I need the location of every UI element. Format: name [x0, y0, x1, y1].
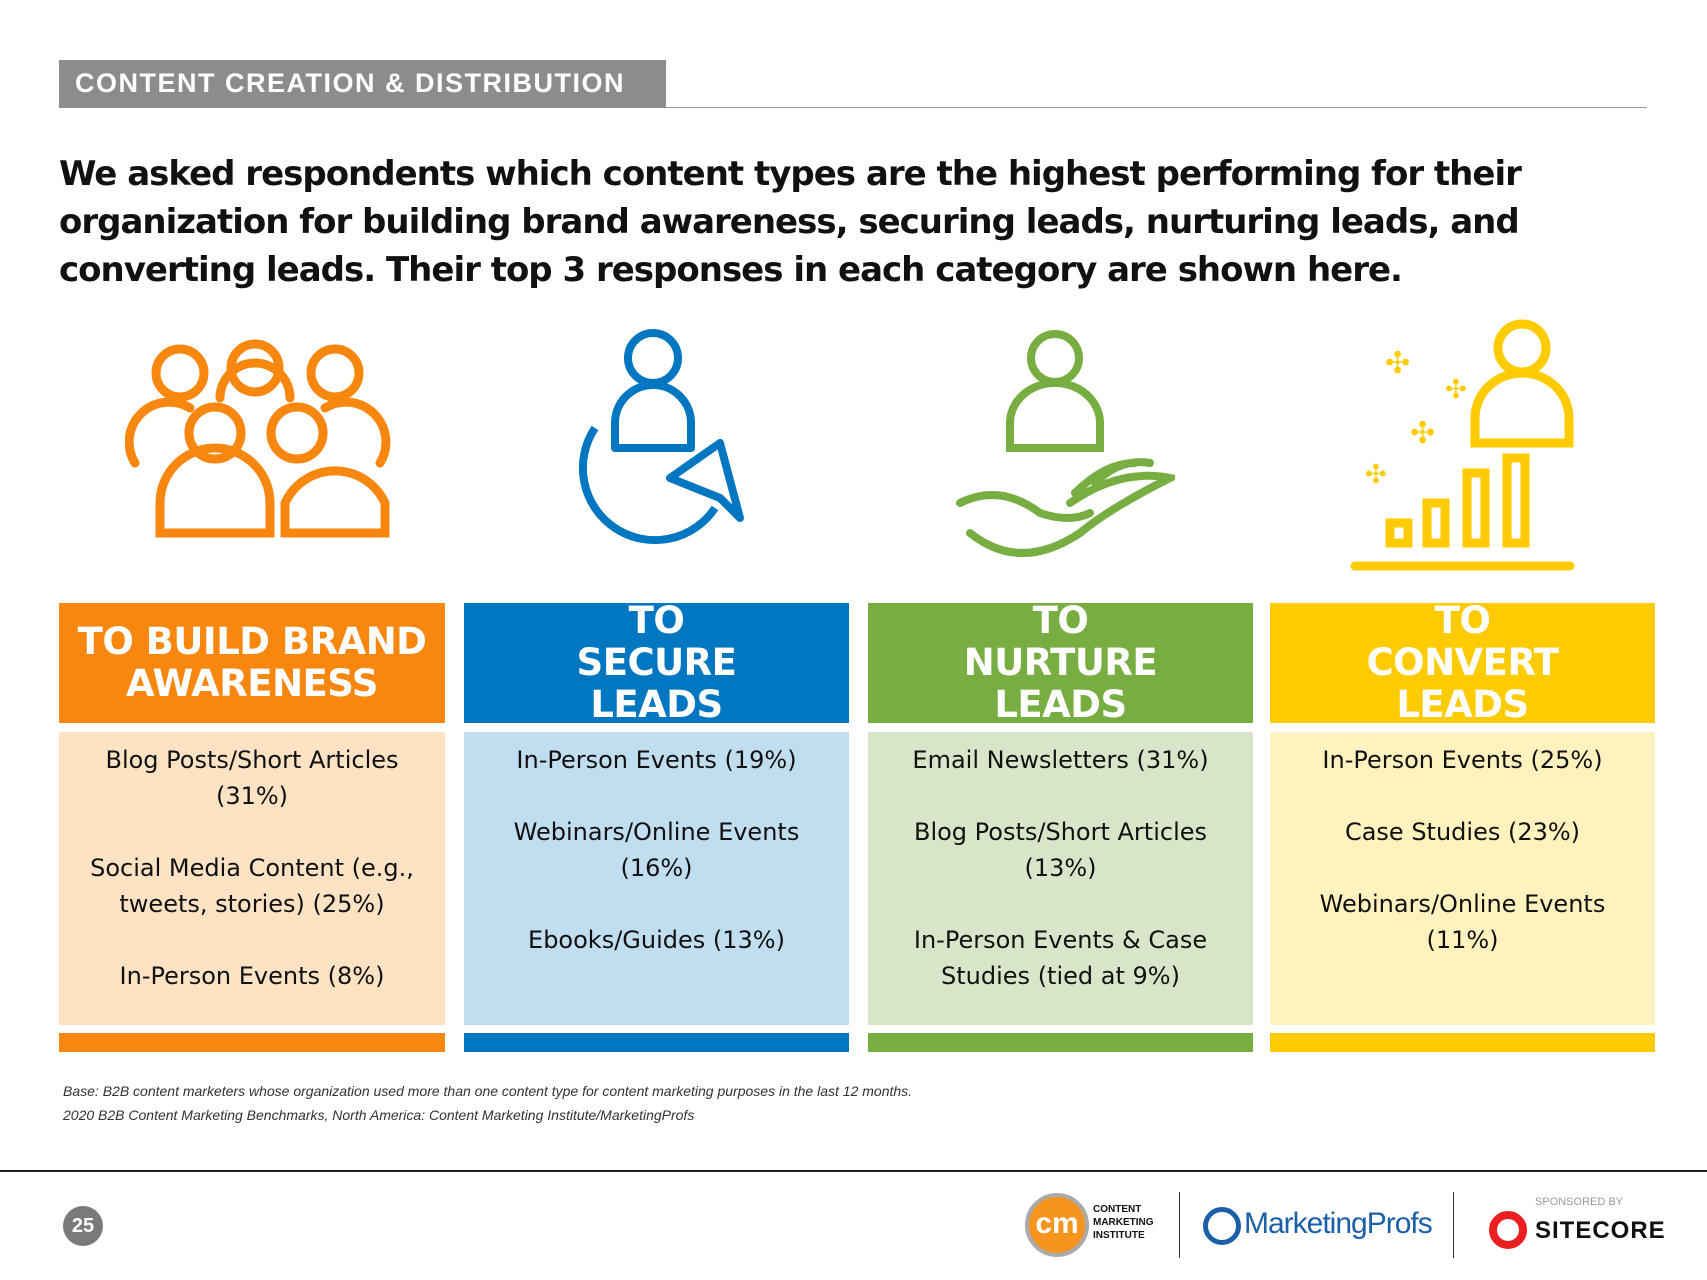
page-number: 25: [63, 1206, 103, 1246]
list-item: Social Media Content (e.g., tweets, stor…: [90, 854, 414, 918]
marketingprofs-logo: MarketingProfs: [1244, 1207, 1433, 1240]
person-in-hand-icon: [956, 330, 1175, 557]
list-item: Webinars/Online Events (11%): [1319, 890, 1606, 954]
accent-bar: [464, 1033, 849, 1052]
heading-secure-leads: TO SECURE LEADS: [464, 600, 849, 726]
accent-bar: [1270, 1033, 1655, 1052]
list-item: In-Person Events & Case Studies (tied at…: [913, 926, 1208, 990]
accent-bar: [59, 1033, 445, 1052]
list-nurture-leads: Email Newsletters (31%) Blog Posts/Short…: [868, 732, 1253, 1025]
heading-brand-awareness: TO BUILD BRAND AWARENESS: [59, 603, 445, 723]
cmi-logo-text: CONTENT MARKETING INSTITUTE: [1093, 1204, 1154, 1241]
footer-divider: [0, 1170, 1707, 1172]
intro-text: We asked respondents which content types…: [59, 154, 1522, 290]
svg-text:✣: ✣: [1445, 374, 1467, 404]
divider: [1453, 1192, 1454, 1258]
footnote-base: Base: B2B content marketers whose organi…: [63, 1083, 913, 1099]
sponsored-by-label: SPONSORED BY: [1535, 1196, 1624, 1208]
divider: [1179, 1192, 1180, 1258]
person-growth-chart-icon: ✣ ✣ ✣ ✣: [1350, 319, 1575, 571]
svg-text:✣: ✣: [1410, 417, 1435, 450]
list-item: Email Newsletters (31%): [912, 746, 1209, 774]
list-item: In-Person Events (8%): [119, 962, 385, 990]
heading-nurture-leads: TO NURTURE LEADS: [868, 600, 1253, 726]
heading-convert-leads: TO CONVERT LEADS: [1270, 600, 1655, 726]
accent-bar: [868, 1033, 1253, 1052]
person-capture-arrow-icon: [578, 329, 744, 545]
list-brand-awareness: Blog Posts/Short Articles (31%) Social M…: [59, 732, 445, 1025]
footnote-source: 2020 B2B Content Marketing Benchmarks, N…: [63, 1107, 695, 1123]
svg-text:✣: ✣: [1365, 459, 1387, 489]
list-item: Blog Posts/Short Articles (31%): [105, 746, 399, 810]
list-item: Case Studies (23%): [1344, 818, 1581, 846]
list-item: Webinars/Online Events (16%): [513, 818, 800, 882]
list-item: In-Person Events (25%): [1322, 746, 1603, 774]
section-title: CONTENT CREATION & DISTRIBUTION: [59, 60, 666, 108]
cmi-logo-mark: cm: [1025, 1193, 1089, 1257]
list-secure-leads: In-Person Events (19%) Webinars/Online E…: [464, 732, 849, 1025]
list-item: Blog Posts/Short Articles (13%): [913, 818, 1207, 882]
marketingprofs-logo-mark: [1203, 1207, 1241, 1245]
list-item: In-Person Events (19%): [516, 746, 797, 774]
list-item: Ebooks/Guides (13%): [528, 926, 785, 954]
svg-text:✣: ✣: [1385, 347, 1410, 380]
list-convert-leads: In-Person Events (25%) Case Studies (23%…: [1270, 732, 1655, 1025]
divider: [666, 107, 1647, 108]
group-people-icon: [125, 339, 391, 538]
sitecore-logo-mark: [1489, 1211, 1527, 1249]
sitecore-logo: SITECORE: [1535, 1217, 1666, 1244]
